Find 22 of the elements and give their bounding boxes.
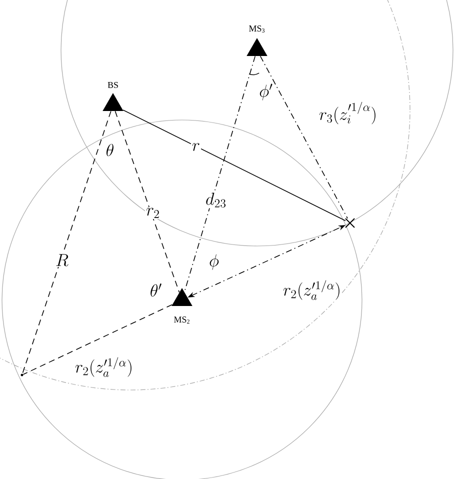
cross-mark bbox=[345, 218, 355, 228]
station-label: MS$_{3}$ bbox=[249, 25, 265, 32]
angle-label: $\phi$ bbox=[210, 254, 219, 270]
connector bbox=[260, 56, 348, 219]
station-label: MS$_{2}$ bbox=[174, 316, 190, 324]
edge-label: $r_2$ bbox=[145, 206, 161, 220]
edge-label: $r_2(z_a'^{1/\alpha})$ bbox=[282, 279, 342, 301]
connector bbox=[122, 110, 346, 222]
station-label: BS bbox=[108, 82, 118, 88]
intersection-point bbox=[20, 374, 24, 376]
edge-label: $r_2(z_a'^{1/\alpha})$ bbox=[74, 356, 134, 378]
connector bbox=[184, 56, 256, 292]
connector bbox=[114, 110, 180, 293]
connector bbox=[22, 110, 112, 374]
angle-label: $\theta'$ bbox=[150, 283, 162, 297]
edge-label: $R$ bbox=[54, 253, 70, 267]
edge-label: $r$ bbox=[190, 142, 202, 152]
edge-label: $d_{23}$ bbox=[204, 192, 228, 208]
connector bbox=[22, 304, 173, 375]
angle-label: $\theta$ bbox=[106, 144, 114, 156]
edge-label: $r_3(z_i'^{1/\alpha})$ bbox=[318, 100, 378, 126]
angle-label: $\phi'$ bbox=[260, 84, 272, 100]
